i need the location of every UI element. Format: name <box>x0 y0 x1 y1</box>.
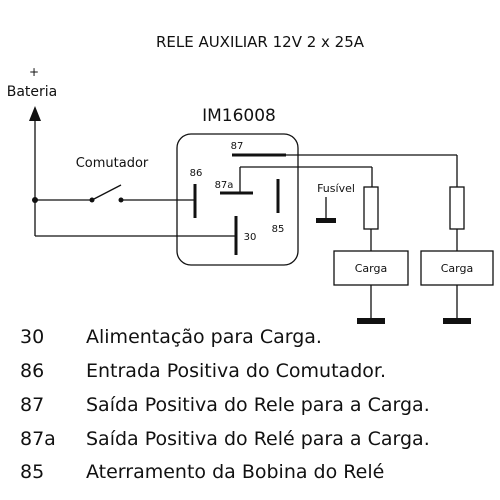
load-box-2 <box>420 250 494 286</box>
pin-87-label: 87 <box>231 141 244 152</box>
battery-arrow-icon <box>29 106 41 121</box>
legend-desc: Aterramento da Bobina do Relé <box>86 461 384 483</box>
battery-plus-sign: + <box>29 65 39 79</box>
load1-ground-icon <box>357 318 385 324</box>
switch-blade <box>91 184 122 201</box>
pin-85-label: 85 <box>272 224 285 235</box>
fuse-right <box>449 186 465 230</box>
load-label-2: Carga <box>441 262 473 275</box>
load-label-1: Carga <box>355 262 387 275</box>
legend-desc: Saída Positiva do Relé para a Carga. <box>86 428 430 450</box>
load2-ground-icon <box>443 318 471 324</box>
fuse-left <box>363 186 379 230</box>
pin-86-label: 86 <box>190 168 203 179</box>
coil-ground-icon <box>316 218 336 223</box>
legend-pin: 30 <box>20 326 44 348</box>
relay-model-label: IM16008 <box>202 106 276 126</box>
legend-pin: 87 <box>20 394 44 416</box>
switch-label: Comutador <box>76 156 149 171</box>
pin-87a-label: 87a <box>215 180 234 191</box>
legend-pin: 87a <box>20 428 56 450</box>
pin-30-label: 30 <box>244 232 257 243</box>
load-box-1 <box>333 250 409 286</box>
legend-pin: 86 <box>20 360 44 382</box>
pin-legend: 30 Alimentação para Carga. 86 Entrada Po… <box>20 326 430 483</box>
battery-label: Bateria <box>7 84 58 100</box>
legend-desc: Alimentação para Carga. <box>86 326 322 348</box>
legend-desc: Entrada Positiva do Comutador. <box>86 360 386 382</box>
legend-desc: Saída Positiva do Rele para a Carga. <box>86 394 430 416</box>
legend-pin: 85 <box>20 461 44 483</box>
fuse-label: Fusível <box>317 182 355 195</box>
diagram-title: RELE AUXILIAR 12V 2 x 25A <box>156 33 365 51</box>
relay-body <box>176 133 299 266</box>
